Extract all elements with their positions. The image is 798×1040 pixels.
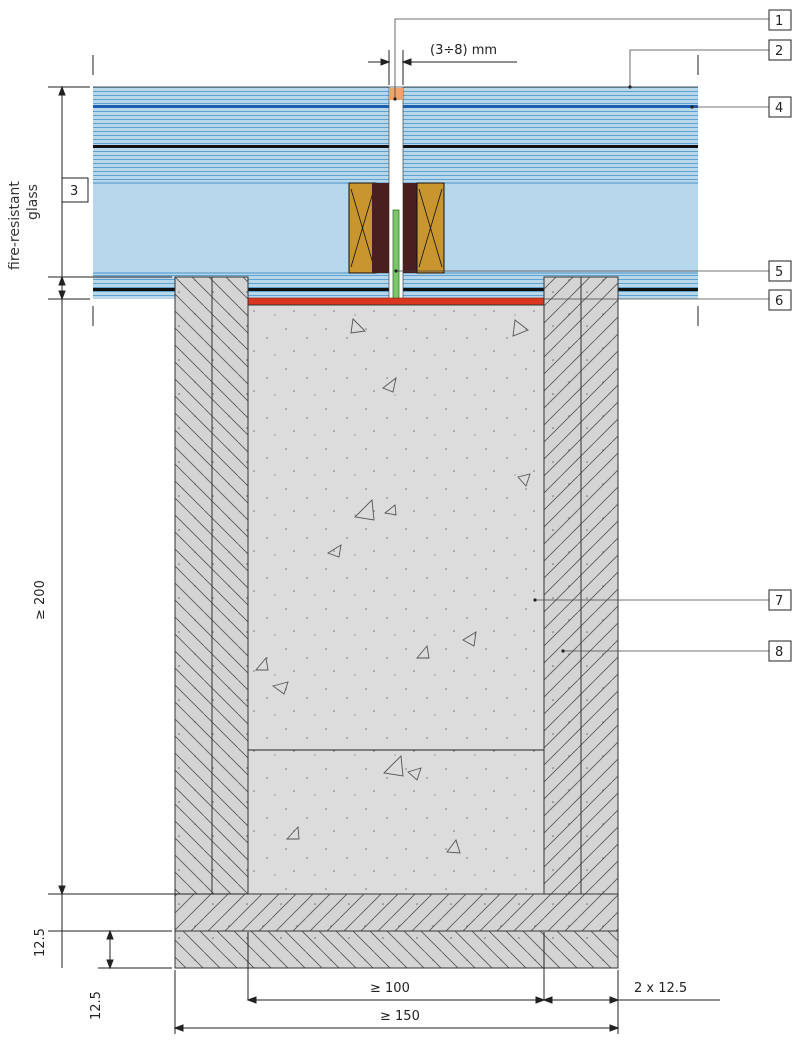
callout-7-text: 7	[775, 594, 783, 609]
callout-tag-7: 7	[768, 589, 792, 611]
callout-dots	[393, 85, 694, 653]
inner-width-dim	[247, 749, 545, 1000]
callout-tag-2: 2	[768, 39, 792, 61]
callout-leaders	[394, 18, 769, 652]
inner-width-label: ≥ 100	[370, 981, 410, 996]
glass-right-pane	[403, 86, 698, 299]
glass-left-pane	[93, 86, 389, 299]
glass-edge-markers	[92, 55, 699, 326]
callout-4-text: 4	[775, 101, 783, 116]
height-dim-label: ≥ 200	[33, 580, 48, 620]
bottom-dim-label-b: 12.5	[89, 991, 104, 1020]
spacer-right	[403, 182, 445, 274]
callout-tag-6: 6	[768, 289, 792, 311]
callout-tag-3: 3	[61, 177, 89, 203]
callout-6-text: 6	[775, 294, 783, 309]
side-layers-dim	[542, 970, 720, 1034]
outer-width-dim	[173, 970, 620, 1034]
gap-dim-label: (3÷8) mm	[430, 43, 497, 58]
side-layers-label: 2 x 12.5	[634, 981, 687, 996]
callout-1-text: 1	[775, 14, 783, 29]
callout-tag-5: 5	[768, 260, 792, 282]
inner-dim-visible	[246, 996, 546, 1004]
callout-3-text: 3	[70, 184, 78, 199]
wall-section	[174, 276, 619, 969]
bottom-layer-dim	[98, 929, 172, 970]
callout-tag-8: 8	[768, 640, 792, 662]
callout-8-text: 8	[775, 645, 783, 660]
callout-tag-4: 4	[768, 96, 792, 118]
callout-5-text: 5	[775, 265, 783, 280]
base-seal	[247, 297, 545, 306]
side-label-line2: glass	[25, 184, 41, 220]
spacer-left	[348, 182, 389, 274]
callout-2-text: 2	[775, 44, 783, 59]
callout-tag-1: 1	[768, 9, 792, 31]
intumescent-strip	[392, 209, 400, 300]
sealant-cap	[389, 88, 403, 100]
side-label-line1: fire-resistant	[7, 181, 23, 270]
bottom-dim-label-a: 12.5	[33, 928, 48, 957]
outer-width-label: ≥ 150	[380, 1009, 420, 1024]
gap-dimension	[368, 50, 517, 85]
